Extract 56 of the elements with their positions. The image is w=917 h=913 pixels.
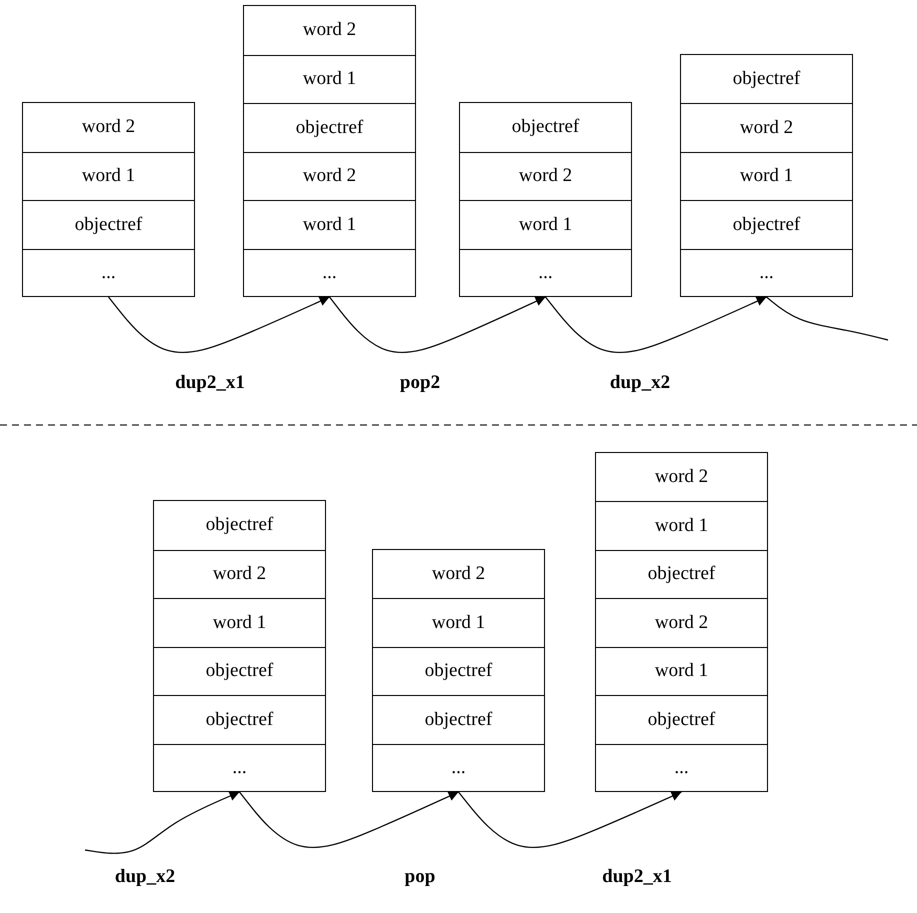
arrow (329, 296, 546, 354)
slot-text: objectref (424, 660, 492, 682)
slot-text: word 2 (740, 116, 794, 139)
slot-text: word 2 (654, 612, 708, 634)
arrow (239, 791, 459, 848)
slot-text: word 2 (432, 562, 486, 585)
slot-text: objectref (206, 514, 274, 536)
slot-text: ... (322, 262, 337, 284)
slot-text: word 2 (518, 165, 572, 188)
slot-text: objectref (512, 116, 580, 138)
stack-frame (22, 102, 195, 297)
edge-label: dup_x2 (610, 372, 670, 394)
arrow (84, 791, 240, 854)
slot-text: ... (674, 757, 689, 780)
slot-text: word 1 (432, 612, 486, 634)
slot-text: word 1 (740, 165, 794, 188)
stack-frame (243, 5, 416, 297)
slot-text: word 1 (518, 214, 572, 236)
stack-frame (459, 102, 632, 297)
slot-text: word 2 (212, 563, 266, 586)
slot-text: objectref (296, 116, 364, 139)
arrow (108, 296, 330, 353)
edge-label: dup2_x1 (175, 372, 245, 394)
stack-frame (153, 500, 326, 792)
slot-text: objectref (206, 708, 274, 731)
slot-text: ... (451, 757, 466, 780)
slot-text: ... (101, 262, 116, 284)
slot-text: word 1 (654, 660, 708, 682)
stack-frame (372, 548, 545, 792)
slot-text: objectref (648, 563, 716, 586)
slot-text: word 1 (654, 514, 708, 537)
stack-frame (680, 54, 853, 297)
slot-text: word 2 (302, 19, 356, 42)
slot-text: word 2 (302, 165, 356, 188)
slot-text: word 1 (302, 214, 356, 236)
slot-text: ... (538, 262, 553, 284)
slot-text: objectref (648, 708, 716, 731)
slot-text: word 1 (212, 612, 266, 634)
arrow (545, 296, 767, 353)
slot-text: objectref (424, 708, 492, 731)
slot-text: word 2 (654, 466, 708, 488)
slot-text: word 1 (302, 68, 356, 90)
arrow (458, 791, 682, 848)
stack-frame (595, 452, 768, 792)
slot-text: objectref (732, 68, 800, 90)
slot-text: word 2 (82, 116, 136, 138)
slot-text: objectref (206, 660, 274, 682)
slot-text: ... (759, 262, 774, 284)
slot-text: word 1 (82, 165, 136, 188)
edge-label: pop2 (400, 372, 440, 394)
edge-label: dup2_x1 (602, 866, 672, 888)
edge-label: pop (404, 866, 436, 888)
slot-text: objectref (74, 214, 142, 236)
slot-text: objectref (732, 214, 800, 236)
slot-text: ... (232, 757, 247, 780)
edge-label: dup_x2 (114, 866, 176, 888)
